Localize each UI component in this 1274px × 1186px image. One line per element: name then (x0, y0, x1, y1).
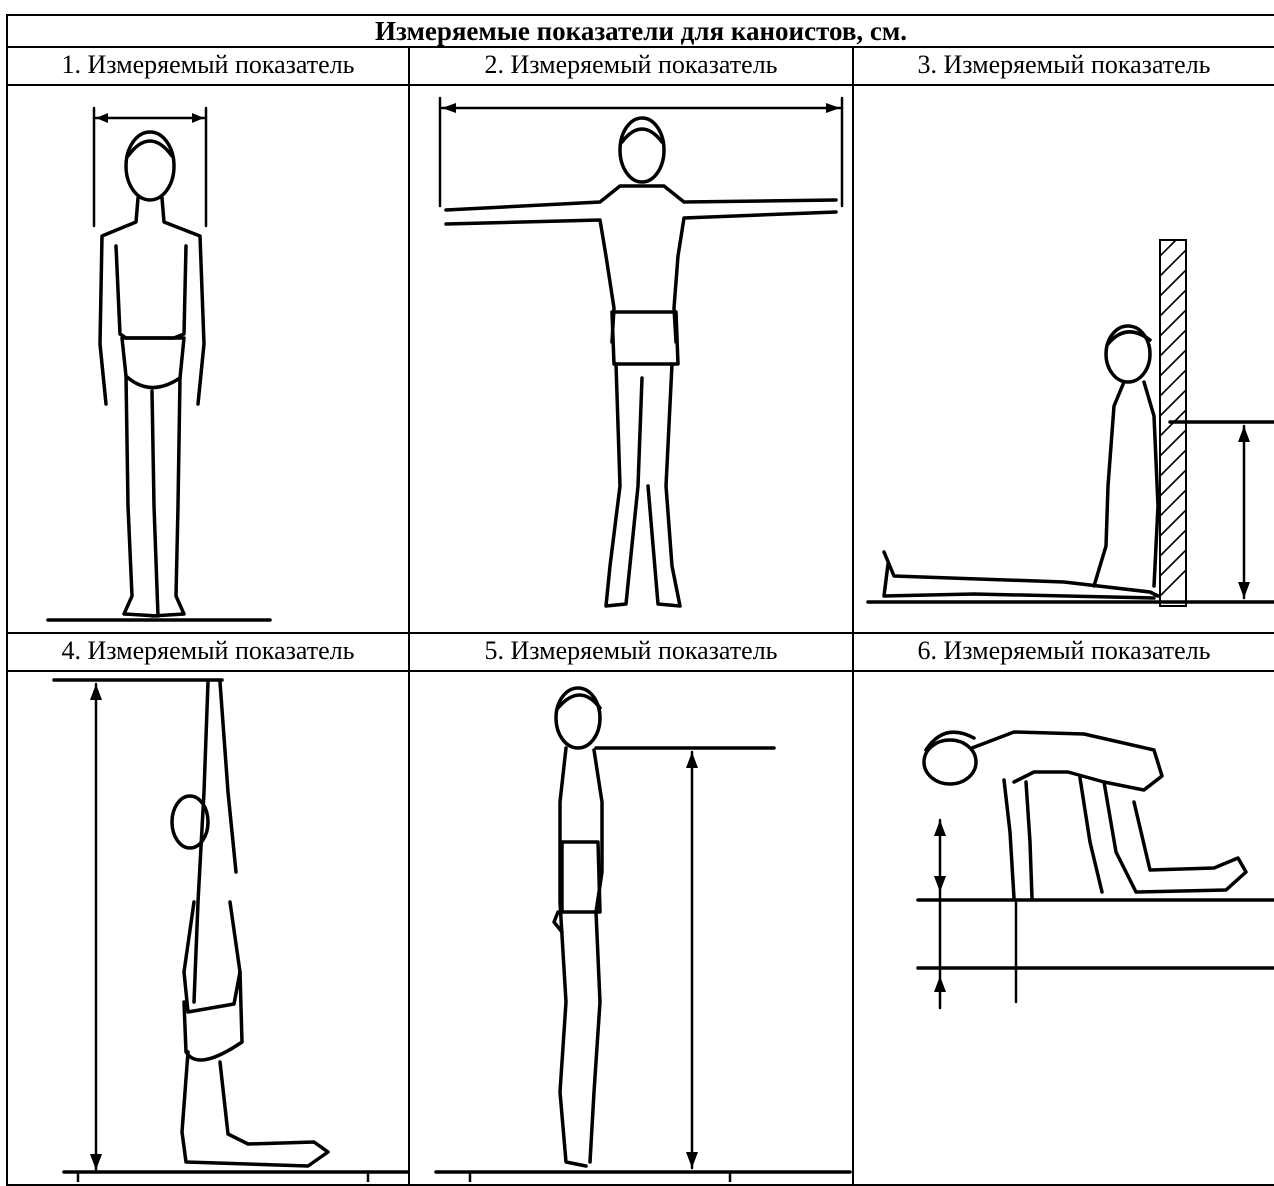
seated-wall-measure-figure (853, 85, 1274, 633)
measurement-table: Измеряемые показатели для каноистов, см.… (6, 14, 1274, 1186)
label-measure-6: 6. Измеряемый показатель (853, 633, 1274, 671)
kneeling-reach-measure-figure (7, 671, 409, 1185)
standing-side-measure-figure (409, 671, 853, 1185)
arms-spread-measure-figure (409, 85, 853, 633)
label-measure-4: 4. Измеряемый показатель (7, 633, 409, 671)
label-measure-2: 2. Измеряемый показатель (409, 47, 853, 85)
kneeling-bent-measure-figure (853, 671, 1274, 1185)
standing-front-measure-figure (7, 85, 409, 633)
label-measure-5: 5. Измеряемый показатель (409, 633, 853, 671)
label-measure-3: 3. Измеряемый показатель (853, 47, 1274, 85)
table-title: Измеряемые показатели для каноистов, см. (7, 15, 1274, 47)
label-measure-1: 1. Измеряемый показатель (7, 47, 409, 85)
